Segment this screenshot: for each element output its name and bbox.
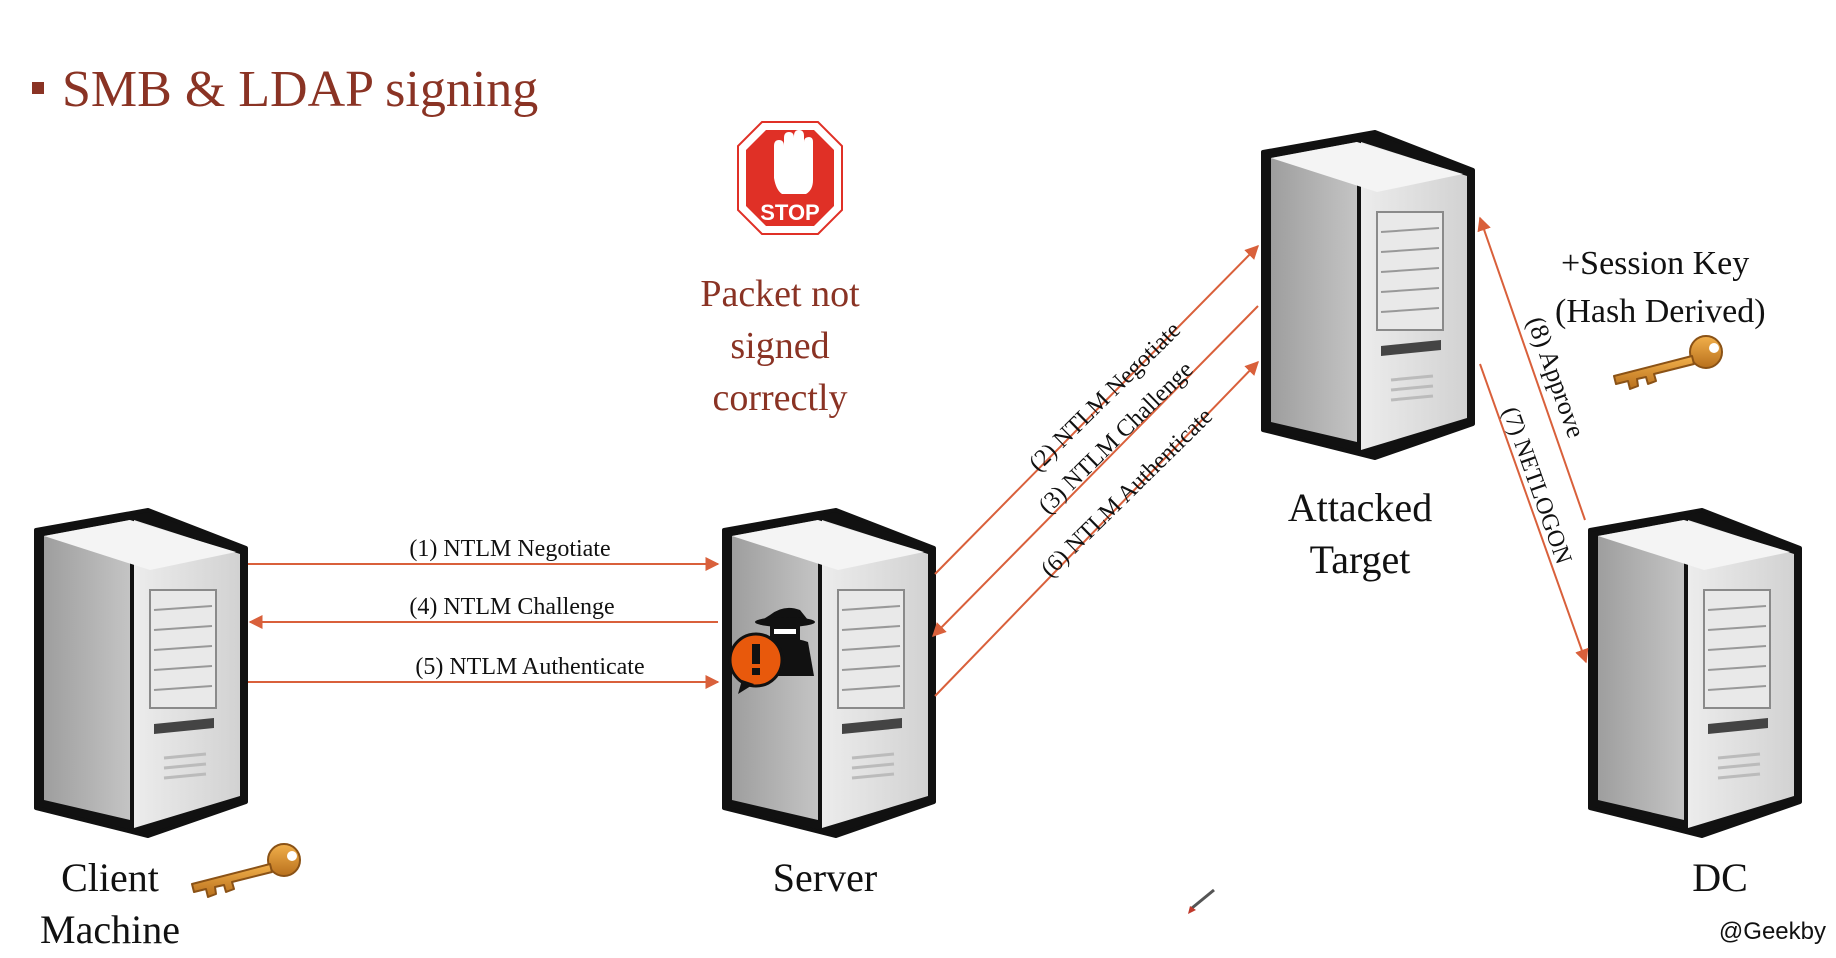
arrow-8 [1477,216,1586,521]
client-machine-label: Client Machine [40,855,180,952]
stop-sign-icon: STOP [737,121,843,235]
dc-label: DC [1692,855,1748,900]
alert-icon [728,632,784,694]
attacked-target-label: Attacked Target [1287,485,1433,582]
title-bullet [32,82,44,95]
dc-server-icon [1588,508,1802,838]
attacked-target-server-icon [1261,130,1475,460]
arrow-2 [934,245,1259,575]
credit-text: @Geekby [1718,918,1826,945]
slide-title: SMB & LDAP signing [32,60,538,119]
pen-icon [1188,888,1215,914]
warning-line-1: Packet not [700,273,860,315]
warning-line-2: signed [730,325,830,367]
session-key-icon [1613,335,1723,390]
arrow-7 [1479,363,1589,664]
client-key-icon [191,843,301,898]
arrow-3 [932,305,1259,637]
session-key-label: +Session Key (Hash Derived) [1555,245,1766,330]
label-m5: (5) NTLM Authenticate [415,654,644,680]
warning-text: Packet not signed correctly [655,268,905,424]
warning-line-3: correctly [712,377,848,419]
server-label: Server [772,855,878,900]
stop-text: STOP [760,200,820,225]
arrow-6 [934,360,1259,697]
label-m1: (1) NTLM Negotiate [409,536,610,562]
client-server-icon [34,508,248,838]
label-m4: (4) NTLM Challenge [409,594,614,620]
